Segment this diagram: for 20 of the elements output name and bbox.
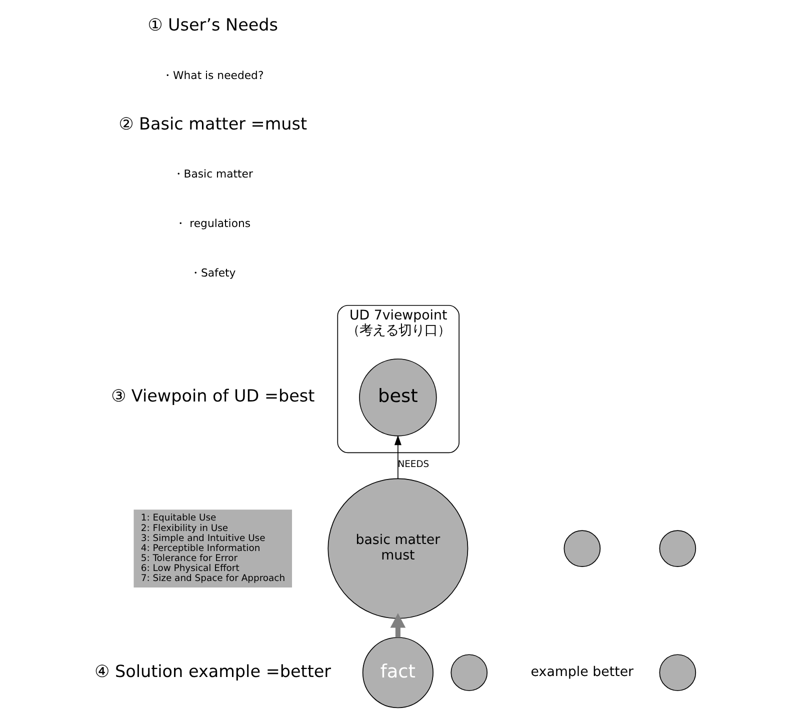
arrow bbox=[394, 435, 402, 479]
node-circle: basic matter must bbox=[328, 478, 468, 619]
label: ③ Viewpoin of UD =best bbox=[111, 386, 315, 406]
node-circle bbox=[450, 654, 488, 692]
node-circle bbox=[564, 530, 601, 567]
node-circle: fact bbox=[362, 637, 434, 708]
label: ・ regulations bbox=[175, 217, 251, 230]
label: ④ Solution example =better bbox=[94, 660, 332, 681]
arrow bbox=[390, 613, 406, 638]
edge-label: NEEDS bbox=[398, 458, 430, 470]
node-circle: best bbox=[359, 358, 437, 436]
node-box: 1: Equitable Use 2: Flexibility in Use 3: Simple and Intuitive Use 4: Perceptible Information 5: Tolerance for Error 6: Low Physical Effort 7: Size and Space for Approach bbox=[134, 510, 292, 588]
label: ① User’s Needs bbox=[148, 14, 278, 35]
label: ・Basic matter bbox=[172, 168, 253, 181]
node-circle bbox=[659, 530, 696, 567]
label: ② Basic matter =must bbox=[118, 114, 308, 134]
label: example better bbox=[530, 664, 634, 680]
node-circle bbox=[659, 654, 696, 692]
label: ・Safety bbox=[190, 266, 236, 280]
label: ・What is needed? bbox=[162, 68, 264, 82]
